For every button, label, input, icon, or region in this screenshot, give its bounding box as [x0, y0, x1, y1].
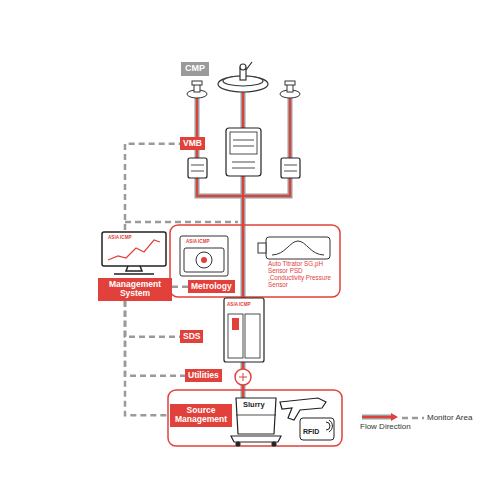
monitor-chart — [108, 240, 160, 260]
area-label: SDS — [180, 330, 203, 343]
slurry-tank — [231, 398, 281, 446]
logo-text: ASIA ICMP — [108, 235, 132, 240]
rfid-tag — [300, 418, 334, 440]
area-label: Utilities — [185, 369, 222, 382]
metrology-region — [170, 225, 340, 297]
area-label: Metrology — [188, 280, 235, 293]
sds-cabinet — [224, 298, 264, 362]
polisher-right — [280, 81, 300, 98]
node-text: SDS — [183, 332, 200, 341]
node-text: Management System — [101, 280, 169, 299]
pipe-inner — [243, 178, 290, 196]
area-label: CMP — [181, 62, 209, 76]
source-region — [168, 390, 342, 446]
monitor-line — [125, 221, 238, 224]
flow-sample — [360, 412, 400, 422]
dash-sample — [402, 414, 424, 422]
legend-text: Monitor Area — [427, 413, 472, 422]
node-text: Utilities — [188, 371, 219, 380]
pipe-outer — [241, 362, 246, 369]
pipe-outer — [197, 178, 243, 196]
metrology-device-right — [258, 237, 330, 259]
monitor-stand — [114, 266, 154, 274]
logo-text: ASIA ICMP — [227, 302, 251, 307]
sensor-list: Auto Titrator SG,pH Sensor PSD ,Conducti… — [268, 261, 332, 289]
area-label: Source Management — [170, 404, 232, 427]
vmb-units — [188, 128, 300, 178]
node-text: Metrology — [191, 282, 232, 291]
pipe-outer — [243, 178, 290, 196]
logo-text: ASIA ICMP — [186, 239, 210, 244]
monitor-connector — [172, 285, 188, 288]
legend-entry: Flow Direction — [360, 412, 411, 431]
area-label: VMB — [180, 137, 205, 150]
slurry-gun — [280, 398, 326, 420]
pump — [235, 369, 251, 385]
monitor-screen — [102, 232, 166, 266]
pipe-inner — [242, 385, 244, 398]
rfid-label: RFID — [303, 428, 319, 436]
legend-entry: Monitor Area — [402, 413, 472, 422]
legend-text: Flow Direction — [360, 422, 411, 431]
pipe-outer — [288, 98, 293, 158]
metrology-device-left — [180, 236, 228, 276]
pipe-inner — [197, 178, 243, 196]
node-text: CMP — [185, 64, 205, 74]
pipe-outer — [241, 385, 246, 398]
monitor-connector — [125, 144, 180, 230]
node-text: Source Management — [173, 406, 229, 425]
pipe-inner — [242, 92, 244, 128]
monitor-connector — [125, 301, 180, 337]
node-text: VMB — [183, 139, 202, 148]
pipe-inner — [289, 98, 291, 158]
area-label: Management System — [98, 278, 172, 301]
management-node: Management System — [98, 230, 172, 301]
pump-mark — [239, 373, 247, 381]
monitor-connector — [125, 301, 185, 376]
pipe-inner — [242, 362, 244, 369]
pipe-inner — [242, 176, 244, 298]
monitor-connector — [125, 301, 170, 416]
polisher-center — [218, 62, 268, 92]
pipe-outer — [241, 92, 246, 128]
polisher-left — [187, 81, 207, 98]
tank-label: Slurry — [243, 401, 265, 409]
